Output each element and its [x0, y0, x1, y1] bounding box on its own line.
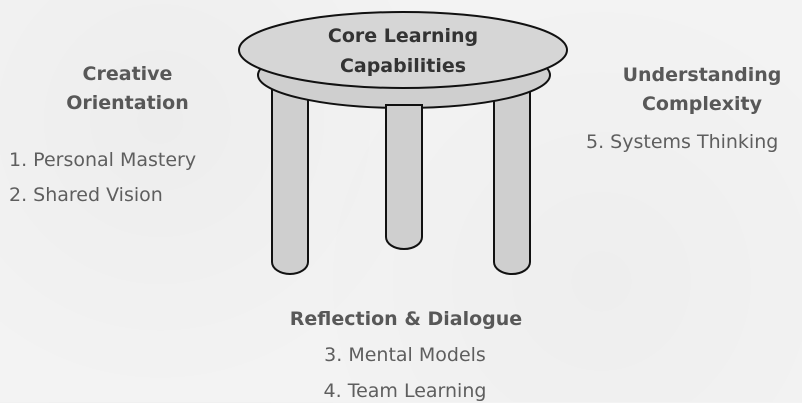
- list-item-team-learning: 4. Team Learning: [323, 380, 487, 402]
- understanding-complexity-heading-line1: Understanding: [622, 64, 782, 86]
- stool-leg-right: [493, 79, 531, 275]
- stool-leg-middle: [385, 104, 423, 250]
- list-item-personal-mastery: 1. Personal Mastery: [9, 149, 197, 171]
- stool-leg-left: [271, 79, 309, 275]
- list-item-systems-thinking: 5. Systems Thinking: [586, 131, 779, 153]
- creative-orientation-heading: Creative Orientation: [40, 60, 215, 118]
- understanding-complexity-heading-line2: Complexity: [641, 93, 763, 115]
- list-item-mental-models: 3. Mental Models: [324, 344, 486, 366]
- understanding-complexity-heading: Understanding Complexity: [612, 61, 792, 119]
- tabletop-surface: [238, 11, 568, 89]
- creative-orientation-heading-line1: Creative: [82, 63, 173, 85]
- reflection-dialogue-heading: Reflection & Dialogue: [289, 308, 523, 330]
- creative-orientation-heading-line2: Orientation: [66, 92, 189, 114]
- table-title-line1: Core Learning: [328, 25, 478, 47]
- list-item-shared-vision: 2. Shared Vision: [9, 184, 163, 206]
- table-title-line2: Capabilities: [340, 55, 466, 77]
